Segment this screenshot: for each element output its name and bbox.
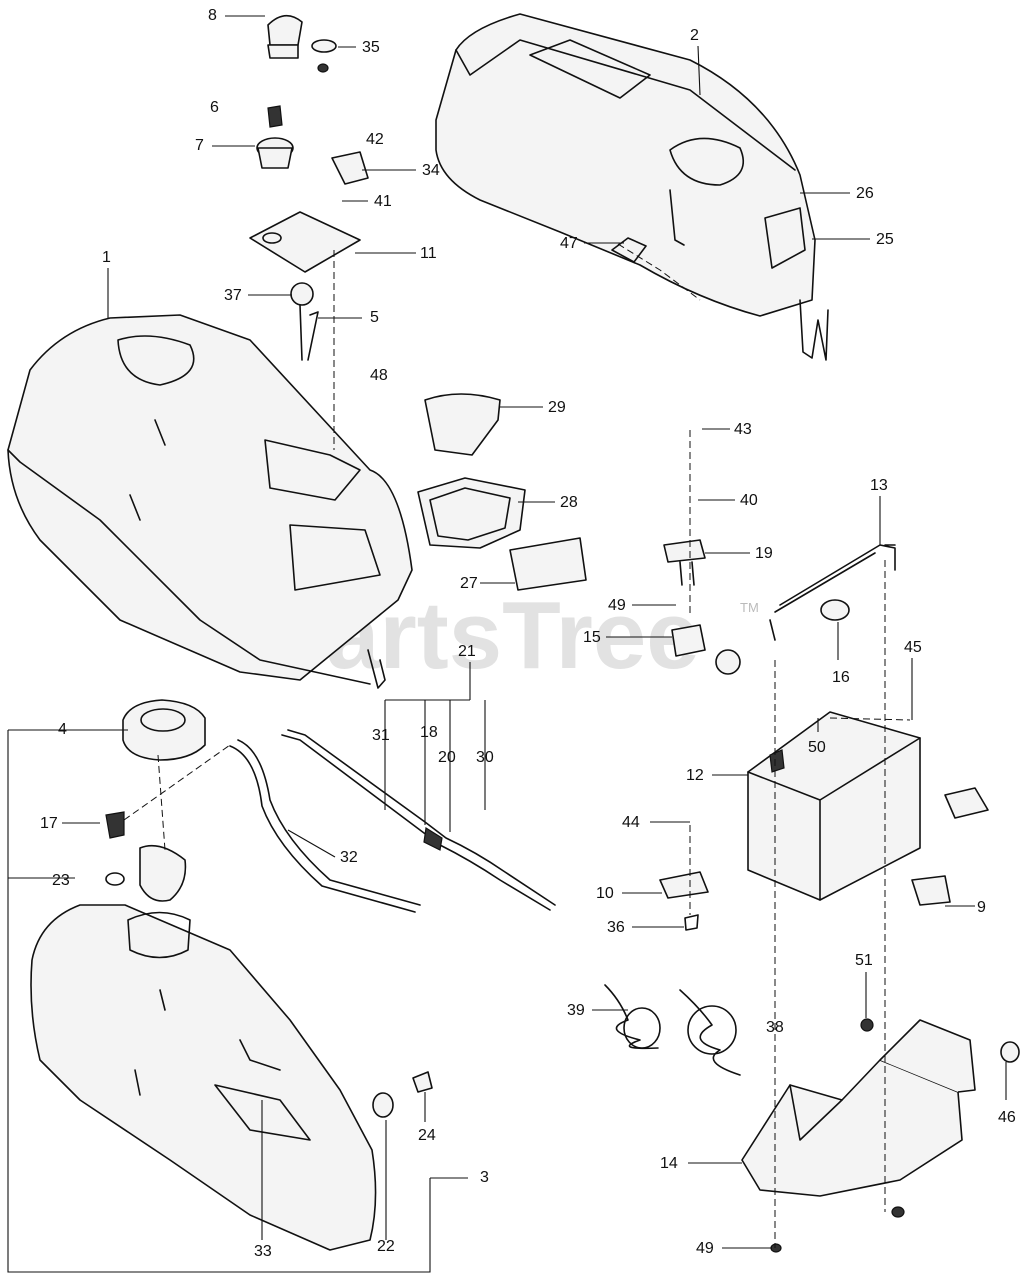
tank-fittings-part — [372, 1071, 433, 1118]
ignition-switch-part — [256, 105, 294, 169]
callout-label-1: 1 — [102, 249, 111, 266]
callout-layer: 1234567891011121314151617181920212223242… — [40, 7, 1016, 1260]
battery-tray-part — [741, 1018, 1020, 1253]
callout-label-27: 27 — [460, 575, 478, 592]
top-switch-parts — [267, 14, 337, 73]
callout-label-46: 46 — [998, 1109, 1016, 1126]
fuel-cap-part — [122, 699, 206, 761]
callout-label-15: 15 — [583, 629, 601, 646]
assembly-center-lines — [123, 243, 911, 1248]
fuel-tank-part — [30, 904, 377, 1251]
group-brackets — [7, 699, 486, 1273]
callout-label-24: 24 — [418, 1127, 436, 1144]
front-hood-part — [7, 314, 413, 689]
callout-label-13: 13 — [870, 477, 888, 494]
fuel-lines-part — [229, 729, 556, 913]
callout-label-49: 49 — [696, 1240, 714, 1257]
callout-label-47: 47 — [560, 235, 578, 252]
cover-parts — [417, 393, 587, 591]
callout-label-49: 49 — [608, 597, 626, 614]
callout-label-43: 43 — [734, 421, 752, 438]
callout-label-41: 41 — [374, 193, 392, 210]
callout-label-17: 17 — [40, 815, 58, 832]
callout-label-4: 4 — [58, 721, 67, 738]
callout-label-29: 29 — [548, 399, 566, 416]
rear-hood-part — [435, 13, 829, 361]
callout-label-51: 51 — [855, 952, 873, 969]
callout-label-36: 36 — [607, 919, 625, 936]
control-plate-part — [249, 211, 361, 361]
battery-cables-part — [604, 984, 741, 1076]
callout-label-31: 31 — [372, 727, 390, 744]
callout-label-30: 30 — [476, 749, 494, 766]
callout-label-12: 12 — [686, 767, 704, 784]
callout-label-45: 45 — [904, 639, 922, 656]
callout-label-48: 48 — [370, 367, 388, 384]
callout-label-3: 3 — [480, 1169, 489, 1186]
callout-label-14: 14 — [660, 1155, 678, 1172]
callout-label-7: 7 — [195, 137, 204, 154]
callout-label-35: 35 — [362, 39, 380, 56]
callout-label-19: 19 — [755, 545, 773, 562]
callout-leader-32 — [287, 829, 336, 858]
callout-label-16: 16 — [832, 669, 850, 686]
callout-label-50: 50 — [808, 739, 826, 756]
callout-label-23: 23 — [52, 872, 70, 889]
callout-label-9: 9 — [977, 899, 986, 916]
callout-label-26: 26 — [856, 185, 874, 202]
callout-label-42: 42 — [366, 131, 384, 148]
small-fuel-parts — [105, 811, 187, 902]
callout-label-40: 40 — [740, 492, 758, 509]
callout-label-32: 32 — [340, 849, 358, 866]
callout-label-44: 44 — [622, 814, 640, 831]
callout-label-6: 6 — [210, 99, 219, 116]
callout-label-38: 38 — [766, 1019, 784, 1036]
callout-label-25: 25 — [876, 231, 894, 248]
callout-label-2: 2 — [690, 27, 699, 44]
callout-label-10: 10 — [596, 885, 614, 902]
callout-label-37: 37 — [224, 287, 242, 304]
callout-label-28: 28 — [560, 494, 578, 511]
relay-and-bracket-parts — [659, 787, 989, 931]
callout-leader-2 — [697, 45, 701, 96]
electrical-parts — [663, 539, 896, 675]
callout-label-39: 39 — [567, 1002, 585, 1019]
callout-label-21: 21 — [458, 643, 476, 660]
callout-label-8: 8 — [208, 7, 217, 24]
switch-part-34 — [331, 151, 369, 185]
callout-label-11: 11 — [420, 245, 437, 262]
callout-label-20: 20 — [438, 749, 456, 766]
callout-label-5: 5 — [370, 309, 379, 326]
callout-label-34: 34 — [422, 162, 440, 179]
trademark-mark: TM — [740, 600, 759, 615]
callout-label-22: 22 — [377, 1238, 395, 1255]
callout-label-33: 33 — [254, 1243, 272, 1260]
callout-label-18: 18 — [420, 724, 438, 741]
battery-part — [747, 711, 921, 901]
